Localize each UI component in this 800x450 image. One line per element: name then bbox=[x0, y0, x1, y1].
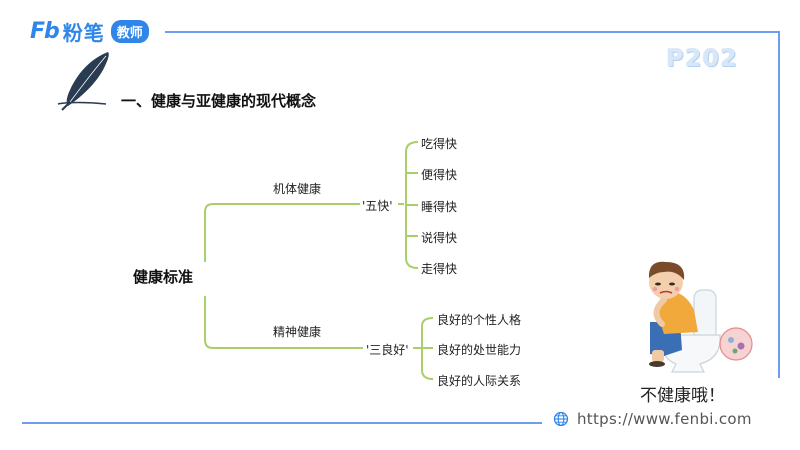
frame-top-border bbox=[165, 31, 780, 33]
leaf-item: 良好的人际关系 bbox=[437, 374, 522, 388]
brand-tag: 教师 bbox=[110, 19, 149, 43]
leaf-item: 良好的个性人格 bbox=[437, 313, 522, 327]
brand-logo: Fb 粉笔 教师 bbox=[30, 18, 149, 45]
brand-name: 粉笔 bbox=[62, 20, 105, 45]
brand-logo-mark: Fb bbox=[30, 18, 60, 44]
globe-icon bbox=[553, 411, 569, 427]
leaf-item: 睡得快 bbox=[421, 200, 458, 214]
leaf-item: 吃得快 bbox=[421, 137, 458, 151]
leaf-item: 良好的处世能力 bbox=[437, 343, 522, 357]
group-label-five-fast: '五快' bbox=[362, 199, 393, 213]
leaf-item: 便得快 bbox=[421, 168, 458, 182]
leaf-item: 走得快 bbox=[421, 262, 458, 276]
leaf-item: 说得快 bbox=[421, 231, 458, 245]
frame-bottom-border bbox=[22, 422, 542, 424]
footer-url[interactable]: https://www.fenbi.com bbox=[553, 410, 752, 428]
frame-right-border bbox=[778, 31, 780, 378]
footer-url-text: https://www.fenbi.com bbox=[577, 410, 752, 428]
section-title: 一、健康与亚健康的现代概念 bbox=[121, 92, 317, 110]
page-code: P202 bbox=[666, 44, 738, 72]
branch-label-body-health: 机体健康 bbox=[273, 182, 322, 196]
illustration-caption: 不健康哦！ bbox=[640, 386, 725, 406]
group-label-three-good: '三良好' bbox=[366, 343, 409, 357]
mindmap-root: 健康标准 bbox=[133, 268, 194, 286]
branch-label-mental-health: 精神健康 bbox=[273, 325, 322, 339]
